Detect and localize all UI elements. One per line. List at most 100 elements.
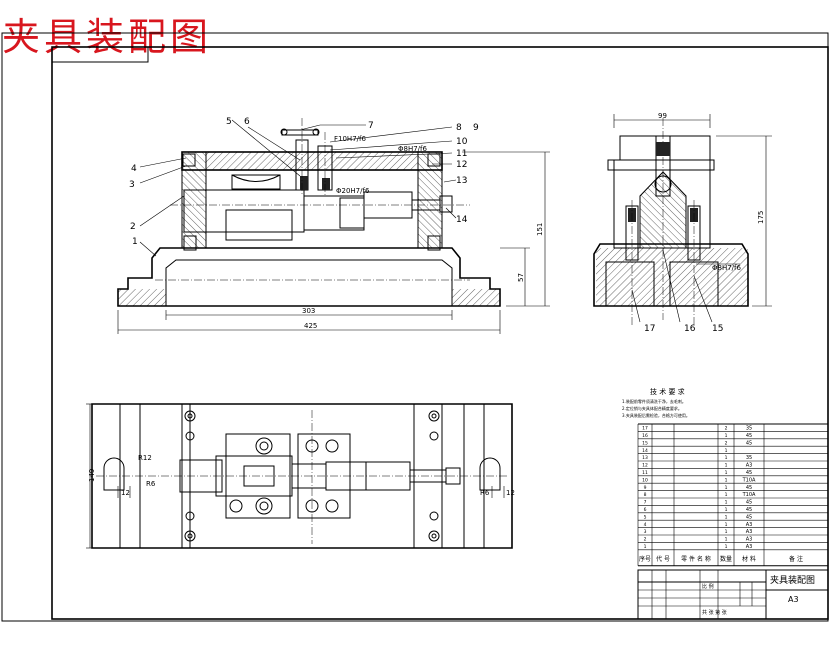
dim-w12a: 12 <box>121 489 130 497</box>
title-block-scale-label: 比 例 <box>702 583 714 590</box>
dim-99: 99 <box>658 112 667 120</box>
drawing-title: 夹具装配图 <box>2 15 213 59</box>
label-8: 8 <box>456 123 462 133</box>
bom-cell: 5 <box>644 514 647 520</box>
label-6: 6 <box>244 117 250 127</box>
bom-cell: 3 <box>644 529 647 535</box>
bom-cell: 1 <box>725 514 728 520</box>
bom-cell: 9 <box>644 485 647 491</box>
bom-cell: 1 <box>725 544 728 550</box>
bom-cell: 11 <box>642 470 648 476</box>
bom-cell: 45 <box>746 440 752 446</box>
bom-cell: A3 <box>746 529 753 535</box>
dim-w12b: 12 <box>506 489 515 497</box>
tech-req-line-2: 2.定位销与夹具体配合精度要求。 <box>622 405 682 411</box>
bom-cell: 1 <box>725 529 728 535</box>
bom-cell: 1 <box>725 448 728 454</box>
bom-cell: 35 <box>746 426 752 432</box>
bom-cell: 45 <box>746 507 752 513</box>
dim-fit-pin: Φ20H7/f6 <box>336 187 370 195</box>
label-5: 5 <box>226 117 232 127</box>
bom-cell: 10 <box>642 477 648 483</box>
tech-req-line-3: 3.夹具装配后需检验，合格方可使用。 <box>622 412 690 418</box>
bom-cell: 45 <box>746 514 752 520</box>
bom-cell: 17 <box>642 426 648 432</box>
front-view <box>117 118 550 334</box>
bom-cell: 1 <box>725 500 728 506</box>
bom-cell: 1 <box>725 455 728 461</box>
bom-cell: 35 <box>746 455 752 461</box>
bom-cell: 8 <box>644 492 647 498</box>
bom-cell: 12 <box>642 463 648 469</box>
bom-cell: 1 <box>725 485 728 491</box>
outer-frame <box>1 32 829 622</box>
bom-cell: 1 <box>725 522 728 528</box>
inner-frame <box>51 46 829 620</box>
label-3: 3 <box>129 180 135 190</box>
bom-cell: 1 <box>725 477 728 483</box>
title-tab <box>51 46 149 63</box>
dim-425: 425 <box>304 322 317 330</box>
bom-cell: 6 <box>644 507 647 513</box>
dim-fit-top: F10H7/f6 <box>334 135 366 143</box>
bom-cell: 45 <box>746 485 752 491</box>
label-13: 13 <box>456 176 467 186</box>
bom-cell: 7 <box>644 500 647 506</box>
dim-149: 149 <box>88 469 96 482</box>
label-15: 15 <box>712 324 723 334</box>
bom-cell: 1 <box>725 492 728 498</box>
bom-cell: A3 <box>746 537 753 543</box>
bom-cell: 2 <box>644 537 647 543</box>
dim-151: 151 <box>536 223 544 236</box>
bom-cell: 1 <box>725 463 728 469</box>
label-2: 2 <box>130 222 136 232</box>
bom-cell: 2 <box>725 440 728 446</box>
label-12: 12 <box>456 160 467 170</box>
label-9: 9 <box>473 123 479 133</box>
bom-header-cell: 序号 <box>639 555 651 563</box>
bom-header-cell: 代 号 <box>656 555 670 563</box>
title-block <box>637 569 829 620</box>
bom-cell: A3 <box>746 522 753 528</box>
bom-cell: 45 <box>746 433 752 439</box>
bom-cell: 1 <box>725 433 728 439</box>
dim-fit-side: Φ8H7/f6 <box>398 145 428 153</box>
dim-r12: R12 <box>138 454 152 462</box>
tech-req-heading: 技 术 要 求 <box>650 387 685 396</box>
bom-cell: 2 <box>725 426 728 432</box>
bom-cell: T10A <box>742 492 756 498</box>
bom-cell: 1 <box>725 537 728 543</box>
label-14: 14 <box>456 215 468 225</box>
bom-cell: 45 <box>746 500 752 506</box>
bom-cell: 14 <box>642 448 648 454</box>
bom-cell: 1 <box>644 544 647 550</box>
dim-r6: R6 <box>146 480 156 488</box>
label-4: 4 <box>131 164 137 174</box>
bom-cell: 13 <box>642 455 648 461</box>
bom-cell: A3 <box>746 463 753 469</box>
label-11: 11 <box>456 149 467 159</box>
title-block-sheet-size: A3 <box>788 595 799 604</box>
bom-cell: T10A <box>742 477 756 483</box>
label-1: 1 <box>132 237 138 247</box>
tech-req-line-1: 1.装配前零件须清洗干净，去毛刺。 <box>622 398 686 404</box>
bom-cell: A3 <box>746 544 753 550</box>
top-view <box>86 403 513 549</box>
bom-cell: 15 <box>642 440 648 446</box>
dim-r6b: R6 <box>480 489 490 497</box>
label-7: 7 <box>368 121 374 131</box>
bom-cell: 1 <box>725 507 728 513</box>
bom-cell: 1 <box>725 470 728 476</box>
bom-header-cell: 备 注 <box>789 555 803 563</box>
title-block-sheet-label: 共 张 第 张 <box>702 609 727 616</box>
label-17: 17 <box>644 324 655 334</box>
label-10: 10 <box>456 137 468 147</box>
dim-fit-right: Φ8H7/f6 <box>712 264 742 272</box>
dim-57: 57 <box>517 273 525 282</box>
dim-303: 303 <box>302 307 315 315</box>
bom-cell: 45 <box>746 470 752 476</box>
bom-header-cell: 数量 <box>720 555 732 563</box>
bom-header-cell: 材 料 <box>742 555 756 563</box>
